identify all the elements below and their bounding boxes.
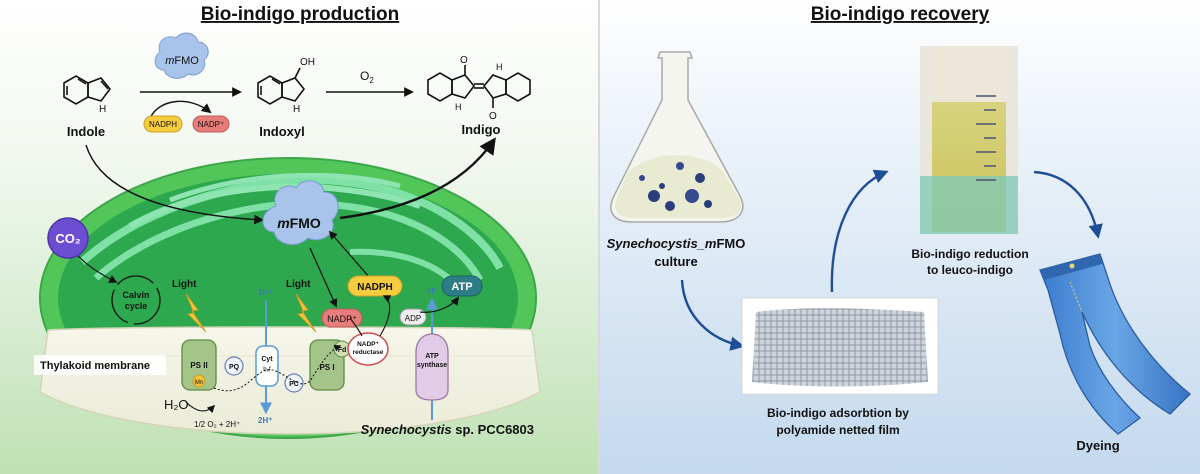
nadph-small-badge	[143, 115, 183, 133]
light-label-2: Light	[286, 279, 311, 290]
culture-label-2: culture	[654, 254, 697, 269]
indoxyl-molecule	[257, 67, 306, 105]
jeans-icon	[1039, 253, 1191, 435]
nadp-label: NADP⁺	[327, 314, 357, 324]
polyamide-film-image	[741, 297, 939, 395]
culture-flask-image	[610, 51, 744, 223]
thylakoid-label-bg	[34, 355, 166, 375]
nadph-badge	[347, 275, 403, 297]
mn-label: Mn	[195, 380, 203, 386]
reduction-label-1: Bio-indigo reduction	[911, 247, 1028, 261]
arrow-film-to-tube	[830, 169, 889, 293]
atp-synthase-label-2: synthase	[417, 362, 447, 369]
indigo-oxygen-bottom: O	[489, 111, 497, 122]
indole-nh: H	[99, 104, 106, 115]
reduction-label-2: to leuco-indigo	[927, 263, 1013, 277]
arrow-nadph-curve	[149, 100, 212, 119]
arrow-mfmo-to-nadp	[309, 247, 338, 308]
indoxyl-nh: H	[293, 104, 300, 115]
water-split-label: 1/2 O₂ + 2H⁺	[194, 420, 240, 429]
pq-molecule	[224, 356, 244, 376]
cytb6f-complex	[255, 345, 279, 387]
co2-bubble	[47, 217, 89, 259]
adsorption-label-1: Bio-indigo adsorbtion by	[767, 406, 909, 420]
right-panel-title: Bio-indigo recovery	[811, 4, 990, 25]
lightning-icon-1	[185, 293, 207, 333]
nadph-label: NADPH	[357, 282, 393, 293]
electron-transport-path	[213, 344, 342, 392]
arrow-co2-to-calvin	[77, 255, 118, 283]
atp-badge	[441, 275, 483, 297]
cyt-label-2: b₆f	[263, 367, 271, 373]
atp-synthase-label-1: ATP	[425, 353, 439, 360]
ps1-label: PS I	[319, 363, 334, 372]
left-panel-title: Bio-indigo production	[201, 4, 399, 25]
pc-molecule	[284, 373, 304, 393]
nadph-small-label: NADPH	[149, 120, 177, 129]
indoxyl-oh: OH	[300, 57, 315, 68]
indigo-molecule	[427, 65, 531, 108]
reduction-tube-image	[920, 46, 1018, 234]
organism-label: Synechocystis sp. PCC6803	[361, 422, 534, 437]
arrow-indole-into-cell	[85, 144, 264, 225]
fd-label: Fd	[338, 347, 347, 354]
indole-label: Indole	[67, 124, 105, 139]
enzyme-label-cell: mFMO	[277, 215, 321, 231]
nadp-small-badge	[192, 115, 230, 133]
indigo-label: Indigo	[462, 122, 501, 137]
mn-cluster	[192, 374, 206, 388]
arrow-mfmo-to-indigo	[339, 137, 496, 220]
culture-label-1: Synechocystis_mFMO	[607, 236, 746, 251]
ps2-label: PS II	[190, 361, 207, 370]
proton-label-2: 2H⁺	[258, 416, 272, 425]
co2-label: CO₂	[55, 231, 81, 246]
arrow-culture-to-film	[680, 279, 745, 351]
mfmo-enzyme-cell-icon	[262, 180, 339, 246]
pq-label: PQ	[229, 364, 240, 371]
light-label-1: Light	[172, 279, 197, 290]
arrow-nadp-to-reductase	[349, 317, 363, 337]
nadp-badge	[321, 308, 363, 328]
calvin-label-2: cycle	[125, 301, 148, 311]
cyt-label-1: Cyt	[261, 356, 273, 363]
oxygen-label: O2	[360, 69, 374, 85]
arrow-adp-to-atp	[419, 296, 460, 313]
nadp-small-label: NADP⁺	[198, 120, 224, 129]
lightning-icon-2	[295, 293, 317, 333]
proton-label-1: 2H⁺	[258, 288, 272, 297]
mfmo-enzyme-icon	[154, 32, 209, 79]
nadp-reductase	[347, 332, 389, 366]
atp-synthase	[415, 333, 449, 401]
adp-badge	[399, 308, 427, 326]
enzyme-label-top: mFMO	[165, 55, 199, 67]
arrow-water-split	[185, 401, 216, 414]
water-label: H₂O	[164, 397, 189, 412]
arrow-reductase-to-nadph	[379, 295, 392, 337]
reductase-label-1: NADP⁺	[357, 341, 379, 348]
indoxyl-label: Indoxyl	[259, 124, 305, 139]
reductase-label-2: reductase	[353, 349, 384, 356]
indigo-oxygen-top: O	[460, 55, 468, 66]
adsorption-label-2: polyamide netted film	[776, 423, 899, 437]
thylakoid-label: Thylakoid membrane	[40, 360, 150, 372]
dyeing-label: Dyeing	[1076, 438, 1119, 453]
arrow-tube-to-jeans	[1033, 170, 1103, 239]
ps2-complex	[181, 339, 217, 391]
proton-label-atp: H⁺	[428, 287, 438, 296]
indigo-nh-right: H	[496, 62, 503, 72]
indole-molecule	[63, 75, 112, 105]
pc-label: PC	[289, 381, 299, 388]
calvin-label-1: Calvin	[122, 290, 149, 300]
calvin-cycle-ring	[111, 275, 161, 325]
arrow-nadph-to-mfmo	[328, 230, 371, 279]
adp-label: ADP	[405, 314, 421, 323]
indigo-nh-left: H	[455, 102, 462, 112]
atp-label: ATP	[451, 281, 472, 293]
